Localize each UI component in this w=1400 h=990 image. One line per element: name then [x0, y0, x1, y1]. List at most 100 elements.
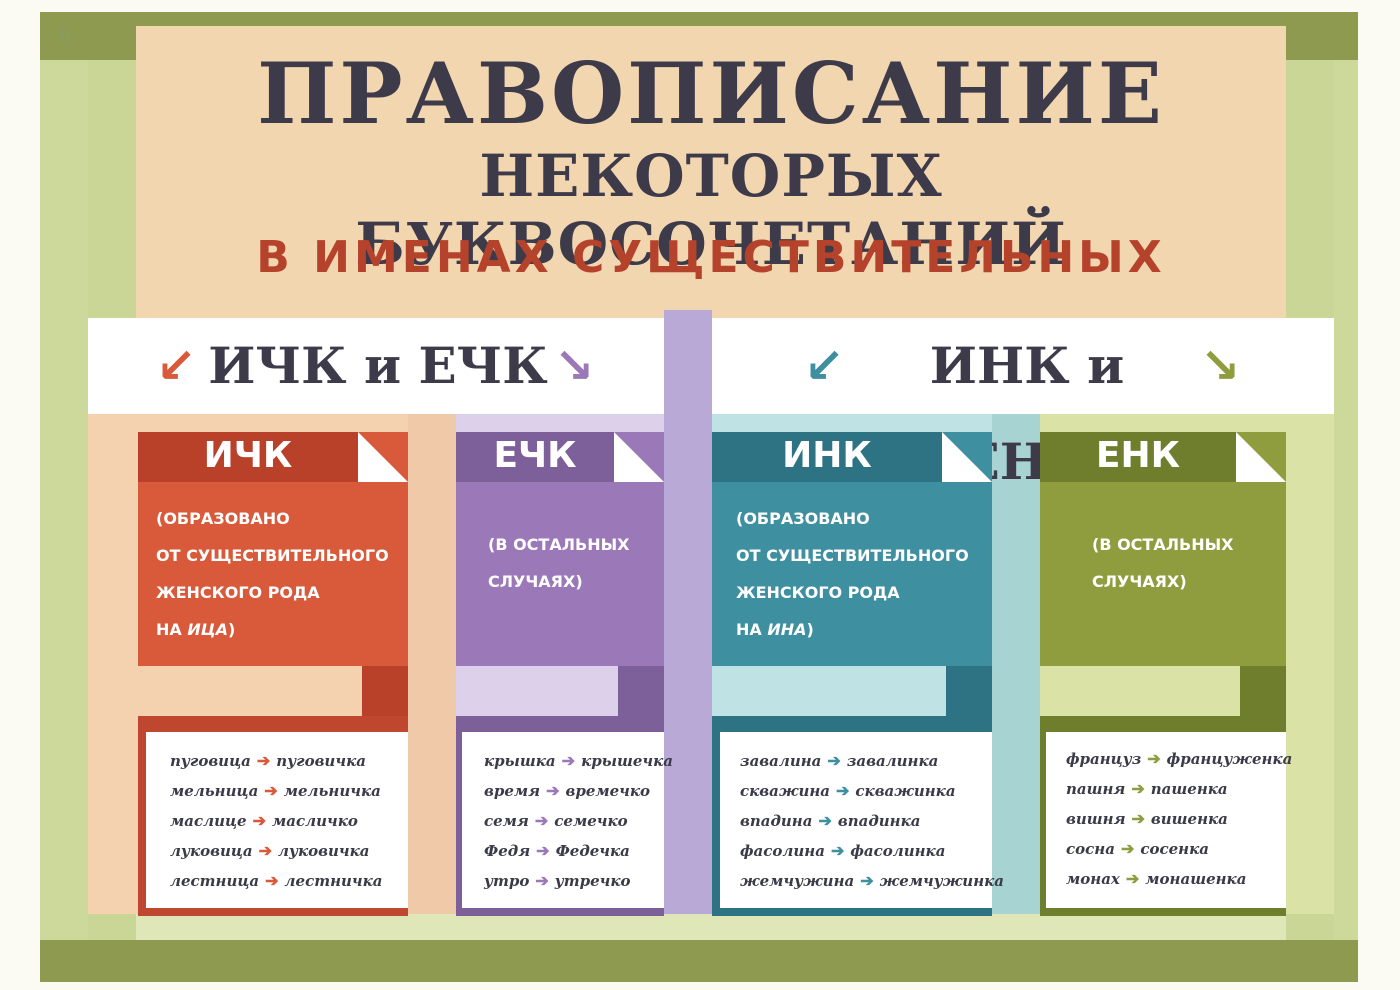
- fold-corner-ink: [942, 432, 992, 482]
- example-source-word: семя: [484, 812, 529, 830]
- example-source-word: Федя: [484, 842, 531, 860]
- arrow-right-icon: ➔: [256, 751, 271, 770]
- example-derived-word: сосенка: [1140, 840, 1209, 858]
- example-row: скважина ➔ скважинка: [740, 776, 1004, 806]
- example-row: впадина ➔ впадинка: [740, 806, 1004, 836]
- fold-corner-echk: [614, 432, 664, 482]
- example-row: мельница ➔ мельничка: [170, 776, 383, 806]
- example-source-word: монах: [1066, 870, 1120, 888]
- example-derived-word: завалинка: [846, 752, 939, 770]
- arrow-right-icon: ➔: [264, 781, 278, 800]
- arrow-right-icon: ➔: [836, 781, 850, 800]
- example-source-word: пашня: [1066, 780, 1126, 798]
- example-derived-word: фасолинка: [850, 842, 946, 860]
- arrow-right-icon: ➔: [546, 781, 560, 800]
- ribbon-tail-echk: [618, 666, 664, 716]
- example-source-word: мельница: [170, 782, 259, 800]
- group-band-right: ↙ ИНК и ЕНК ↘: [712, 318, 1334, 491]
- arrow-right-icon: ➔: [534, 811, 549, 830]
- arrow-right-icon: ➔: [1125, 869, 1140, 888]
- example-source-word: вишня: [1066, 810, 1126, 828]
- arrow-right-icon: ➔: [258, 841, 273, 860]
- arrow-down-left-icon: ↙: [156, 338, 197, 394]
- arrow-down-left-icon: ↙: [804, 338, 845, 394]
- title-line-2: НЕКОТОРЫХ БУКВОСОЧЕТАНИЙ: [355, 142, 1067, 278]
- example-derived-word: монашенка: [1145, 870, 1247, 888]
- example-source-word: луковица: [170, 842, 253, 860]
- example-derived-word: пашенка: [1150, 780, 1228, 798]
- example-derived-word: утречко: [554, 872, 631, 890]
- example-source-word: время: [484, 782, 541, 800]
- arrow-right-icon: ➔: [1131, 779, 1145, 798]
- tab-label-ichk: ИЧК: [203, 435, 293, 476]
- divider-stripe-purple: [664, 310, 712, 914]
- example-derived-word: луковичка: [278, 842, 370, 860]
- title-line-1: ПРАВОПИСАНИЕ: [257, 44, 1165, 143]
- ribbon-tail-enk: [1240, 666, 1286, 716]
- example-derived-word: скважинка: [855, 782, 956, 800]
- example-source-word: сосна: [1066, 840, 1115, 858]
- example-source-word: француз: [1066, 750, 1142, 768]
- example-row: луковица ➔ луковичка: [170, 836, 383, 866]
- arrow-right-icon: ➔: [535, 871, 549, 890]
- arrow-right-icon: ➔: [1131, 809, 1145, 828]
- example-source-word: пуговица: [170, 752, 251, 770]
- ribbon-tail-ink: [946, 666, 992, 716]
- arrow-right-icon: ➔: [860, 871, 874, 890]
- example-derived-word: масличко: [272, 812, 358, 830]
- example-row: лестница➔лестничка: [170, 866, 383, 896]
- example-row: монах ➔ монашенка: [1066, 864, 1292, 894]
- tab-label-echk: ЕЧК: [493, 435, 577, 476]
- frame-strip-left: [40, 60, 88, 940]
- fold-corner-ichk: [358, 432, 408, 482]
- example-row: жемчужина ➔ жемчужинка: [740, 866, 1004, 896]
- fold-corner-enk: [1236, 432, 1286, 482]
- examples-box-ichk: пуговица ➔ пуговичка мельница ➔ мельничка масл…: [146, 732, 408, 908]
- divider-stripe-teal: [992, 414, 1040, 914]
- example-source-word: крышка: [484, 752, 556, 770]
- example-derived-word: семечко: [554, 812, 628, 830]
- tab-enk: ЕНК: [1040, 432, 1236, 482]
- group-band-left: ↙ ИЧК и ЕЧК ↘: [88, 318, 664, 414]
- arrow-right-icon: ➔: [536, 841, 550, 860]
- example-row: сосна ➔ сосенка: [1066, 834, 1292, 864]
- description-echk: (В ОСТАЛЬНЫХ СЛУЧАЯХ): [488, 535, 630, 591]
- arrow-right-icon: ➔: [1120, 839, 1135, 858]
- group-heading-left: ИЧК и ЕЧК: [208, 336, 548, 395]
- arrow-right-icon: ➔: [818, 811, 832, 830]
- example-source-word: скважина: [740, 782, 830, 800]
- example-row: вишня ➔ вишенка: [1066, 804, 1292, 834]
- example-row: пуговица ➔ пуговичка: [170, 746, 383, 776]
- example-source-word: утро: [484, 872, 530, 890]
- description-ink: (ОБРАЗОВАНО ОТ СУЩЕСТВИТЕЛЬНОГО ЖЕНСКОГО…: [736, 509, 969, 639]
- arrow-right-icon: ➔: [265, 871, 279, 890]
- example-row: маслице➔масличко: [170, 806, 383, 836]
- example-row: француз➔француженка: [1066, 744, 1292, 774]
- example-source-word: жемчужина: [740, 872, 855, 890]
- example-derived-word: француженка: [1166, 750, 1293, 768]
- arrow-right-icon: ➔: [561, 751, 576, 770]
- example-source-word: впадина: [740, 812, 813, 830]
- example-source-word: лестница: [170, 872, 260, 890]
- ribbon-tail-ichk: [362, 666, 408, 716]
- title-panel: [136, 26, 1286, 318]
- arrow-right-icon: ➔: [830, 841, 845, 860]
- example-row: время➔времечко: [484, 776, 673, 806]
- example-derived-word: впадинка: [837, 812, 921, 830]
- example-derived-word: мельничка: [283, 782, 381, 800]
- example-derived-word: Федечка: [555, 842, 630, 860]
- tab-label-enk: ЕНК: [1095, 435, 1181, 476]
- example-row: пашня ➔ пашенка: [1066, 774, 1292, 804]
- arrow-right-icon: ➔: [827, 751, 841, 770]
- example-derived-word: вишенка: [1150, 810, 1228, 828]
- page-number: 6: [58, 22, 72, 46]
- tab-label-ink: ИНК: [782, 435, 872, 476]
- tab-ink: ИНК: [712, 432, 942, 482]
- example-derived-word: жемчужинка: [879, 872, 1005, 890]
- example-row: фасолина➔фасолинка: [740, 836, 1004, 866]
- example-derived-word: пуговичка: [276, 752, 366, 770]
- frame-strip-right: [1334, 60, 1358, 940]
